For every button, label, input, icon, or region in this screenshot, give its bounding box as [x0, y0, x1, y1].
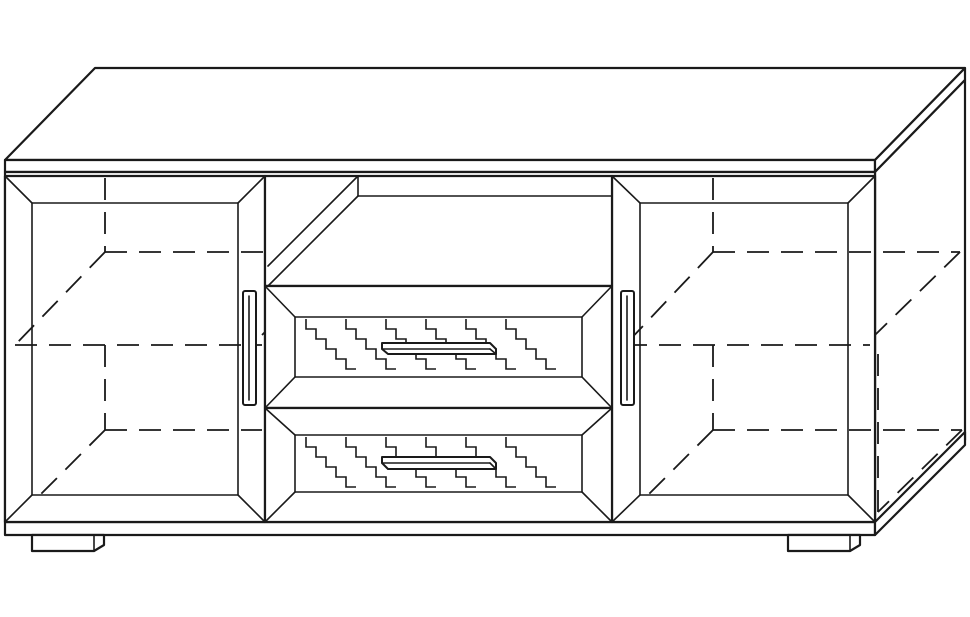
- top-drawer: [263, 284, 614, 410]
- bottom-drawer: [263, 406, 614, 524]
- open-center-shelf: [263, 174, 614, 288]
- left-foot: [30, 533, 106, 553]
- cabinet-top: [3, 66, 967, 174]
- cabinet-feet: [30, 533, 862, 553]
- bottom-drawer-handle: [381, 456, 497, 470]
- right-door-handle: [620, 290, 635, 406]
- zigzag-stripe: [345, 437, 396, 488]
- right-door-hidden-interior: [624, 178, 963, 513]
- zigzag-stripe: [345, 319, 396, 370]
- right-foot: [786, 533, 862, 553]
- left-door-handle: [242, 290, 257, 406]
- zigzag-stripe: [305, 437, 356, 488]
- right-glass-door: [610, 174, 963, 524]
- zigzag-stripe: [505, 437, 556, 488]
- top-drawer-handle: [381, 342, 497, 355]
- zigzag-stripe: [505, 319, 556, 370]
- zigzag-stripe: [305, 319, 356, 370]
